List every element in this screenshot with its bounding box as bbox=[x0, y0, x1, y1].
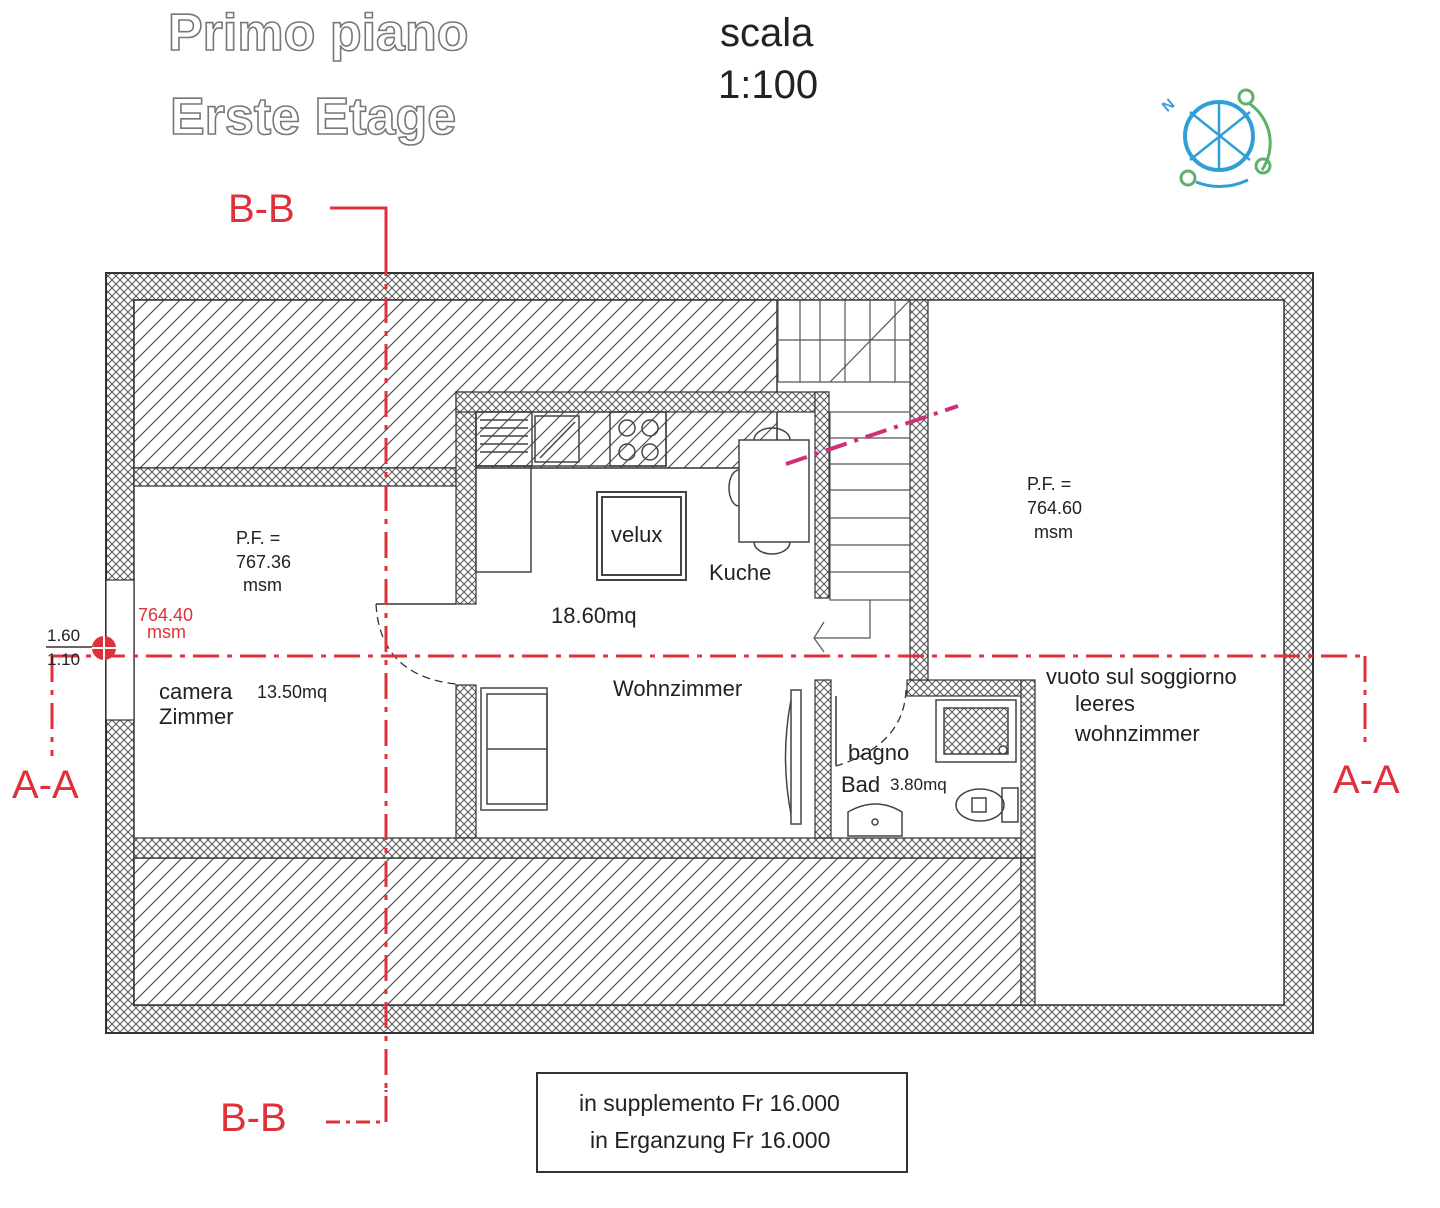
bath-name: bagno bbox=[848, 740, 909, 765]
washbasin bbox=[847, 803, 903, 837]
level-top: 1.60 bbox=[47, 626, 80, 645]
camera-area: 13.50mq bbox=[257, 682, 327, 702]
bath-area: 3.80mq bbox=[890, 775, 947, 794]
velux-label: velux bbox=[611, 522, 662, 547]
scale-value: 1:100 bbox=[718, 63, 818, 107]
kitchen-name: Kuche bbox=[709, 560, 771, 585]
void-line1: vuoto sul soggiorno bbox=[1046, 664, 1237, 689]
compass-rose-icon bbox=[1179, 88, 1272, 188]
inner-walls bbox=[105, 299, 1036, 1006]
tv-unit bbox=[784, 689, 802, 825]
section-line-bb bbox=[326, 206, 388, 1124]
axis-line-stairs bbox=[785, 404, 959, 466]
level-bottom: 1.10 bbox=[47, 650, 80, 669]
section-label-bb-top: B-B bbox=[228, 187, 295, 231]
kitchen-area: 18.60mq bbox=[551, 603, 637, 628]
toilet bbox=[955, 787, 1019, 823]
sofa bbox=[480, 687, 548, 811]
title-line1: Primo piano bbox=[168, 4, 468, 62]
dining-table bbox=[728, 427, 810, 555]
void-pf-label: P.F. = bbox=[1027, 474, 1071, 494]
staircase bbox=[777, 299, 911, 653]
bath-name-de: Bad bbox=[841, 772, 880, 797]
camera-pf-label: P.F. = bbox=[236, 528, 280, 548]
camera-name-de: Zimmer bbox=[159, 704, 234, 729]
void-line3: wohnzimmer bbox=[1074, 721, 1200, 746]
section-label-aa-right: A-A bbox=[1333, 758, 1400, 802]
price-note-box bbox=[536, 1072, 908, 1173]
section-label-bb-bottom: B-B bbox=[220, 1096, 287, 1140]
section-line-aa bbox=[50, 654, 1367, 756]
void-pf-value: 764.60 bbox=[1027, 498, 1082, 518]
void-pf-unit: msm bbox=[1034, 522, 1073, 542]
red-level-unit: msm bbox=[147, 622, 186, 642]
camera-pf-unit: msm bbox=[243, 575, 282, 595]
scale-label: scala bbox=[720, 11, 814, 55]
living-name: Wohnzimmer bbox=[613, 676, 742, 701]
bath-shower-tray bbox=[935, 699, 1017, 763]
camera-pf-value: 767.36 bbox=[236, 552, 291, 572]
red-level-value: 764.40 bbox=[138, 605, 193, 625]
level-marker-icon bbox=[46, 632, 122, 664]
velux-window bbox=[596, 491, 687, 581]
price-note-line1: in supplemento Fr 16.000 bbox=[579, 1090, 840, 1116]
price-note-line2: in Erganzung Fr 16.000 bbox=[590, 1127, 830, 1153]
kitchen-counter bbox=[475, 411, 667, 573]
void-line2: leeres bbox=[1075, 691, 1135, 716]
north-label: N bbox=[1159, 96, 1178, 116]
door-swings bbox=[375, 603, 907, 767]
title-line2: Erste Etage bbox=[170, 88, 456, 146]
door-frames bbox=[376, 603, 837, 766]
section-label-aa-left: A-A bbox=[12, 763, 79, 807]
camera-name: camera bbox=[159, 679, 233, 704]
hatched-zone-bottom bbox=[133, 857, 1022, 1006]
